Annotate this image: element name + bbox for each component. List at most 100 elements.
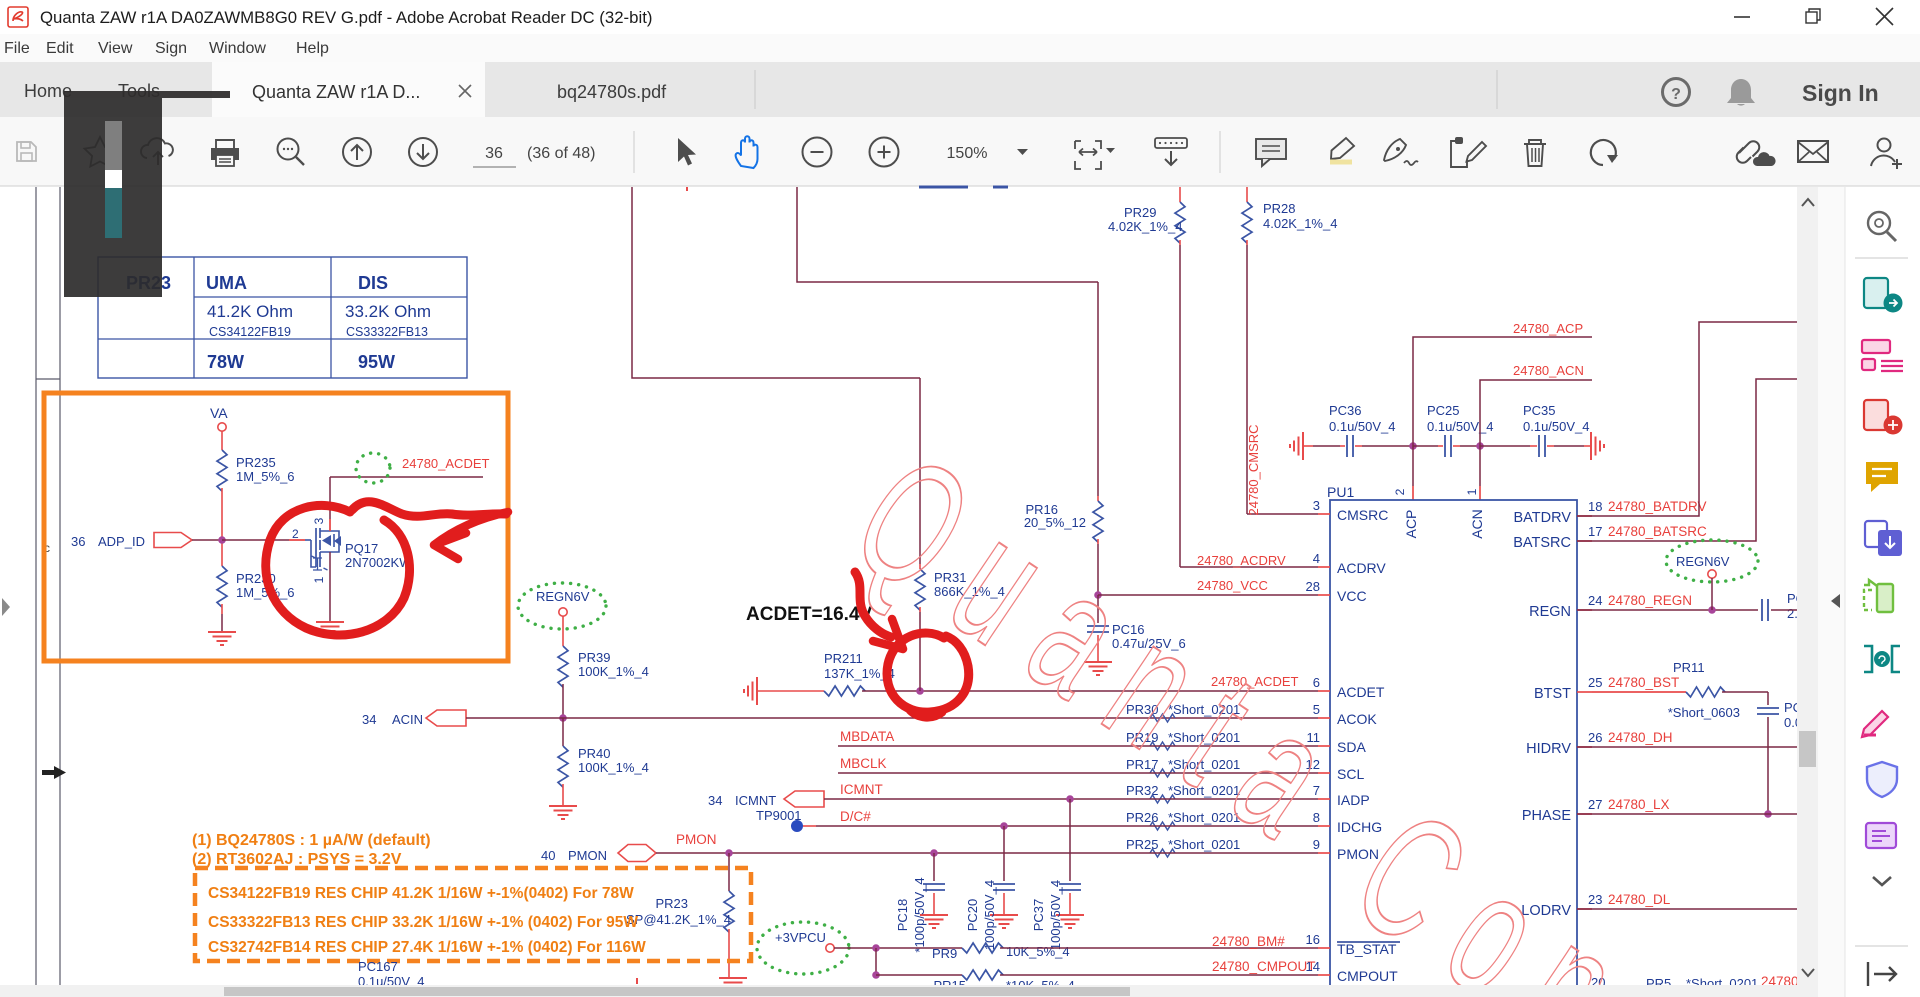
svg-text:24780_DL: 24780_DL <box>1608 892 1671 907</box>
svg-text:c: c <box>44 541 50 555</box>
svg-text:ADP_ID: ADP_ID <box>98 534 145 549</box>
svg-text:1: 1 <box>312 576 326 583</box>
svg-text:*Short_0201: *Short_0201 <box>1168 757 1240 772</box>
svg-text:ACN: ACN <box>1469 509 1485 539</box>
svg-text:2: 2 <box>1393 488 1407 495</box>
svg-text:Home: Home <box>24 81 72 101</box>
svg-text:PR235: PR235 <box>236 455 276 470</box>
svg-text:20_5%_12: 20_5%_12 <box>1024 515 1086 530</box>
svg-text:LODRV: LODRV <box>1521 903 1571 919</box>
svg-text:PR30: PR30 <box>1126 702 1159 717</box>
svg-text:100K_1%_4: 100K_1%_4 <box>578 664 649 679</box>
svg-text:SP@41.2K_1%_4: SP@41.2K_1%_4 <box>626 912 731 927</box>
svg-text:10K_5%_4: 10K_5%_4 <box>1006 944 1070 959</box>
svg-text:0.1u/50V_4: 0.1u/50V_4 <box>1427 419 1494 434</box>
svg-text:Help: Help <box>296 40 329 57</box>
svg-text:REGN6V: REGN6V <box>1676 554 1730 569</box>
svg-text:ACDET: ACDET <box>1337 684 1385 700</box>
svg-text:VA: VA <box>210 405 228 421</box>
svg-text:12: 12 <box>1306 757 1320 772</box>
svg-text:ACIN: ACIN <box>392 712 423 727</box>
svg-text:Quanta ZAW r1A DA0ZAWMB8G0 REV: Quanta ZAW r1A DA0ZAWMB8G0 REV G.pdf - A… <box>40 8 652 27</box>
svg-text:4.02K_1%_4: 4.02K_1%_4 <box>1108 219 1182 234</box>
svg-text:4.02K_1%_4: 4.02K_1%_4 <box>1263 216 1337 231</box>
svg-text:PR17: PR17 <box>1126 757 1159 772</box>
svg-text:27: 27 <box>1588 797 1602 812</box>
svg-text:24780_BATSRC: 24780_BATSRC <box>1608 524 1707 539</box>
svg-text:28: 28 <box>1306 579 1320 594</box>
svg-text:100p/50V_4: 100p/50V_4 <box>1048 880 1063 950</box>
svg-text:1M_5%_6: 1M_5%_6 <box>236 469 295 484</box>
svg-text:Edit: Edit <box>46 40 74 57</box>
svg-text:PR11: PR11 <box>1673 660 1705 675</box>
svg-text:PR19: PR19 <box>1126 730 1159 745</box>
svg-text:HIDRV: HIDRV <box>1526 741 1571 757</box>
svg-text:ICMNT: ICMNT <box>735 793 776 808</box>
svg-text:36: 36 <box>71 534 85 549</box>
svg-text:3: 3 <box>1313 498 1320 513</box>
svg-text:MBDATA: MBDATA <box>840 729 894 744</box>
svg-text:24780_VCC: 24780_VCC <box>1197 578 1268 593</box>
svg-text:8: 8 <box>1313 810 1320 825</box>
svg-text:24780_BM#: 24780_BM# <box>1212 934 1285 949</box>
svg-text:CS33322FB13 RES CHIP 33.2K 1/: CS33322FB13 RES CHIP 33.2K 1/16W +-1% (0… <box>208 914 638 931</box>
svg-text:ACOK: ACOK <box>1337 711 1377 727</box>
svg-text:File: File <box>4 40 30 57</box>
svg-text:+3VPCU: +3VPCU <box>775 930 826 945</box>
svg-text:PR26: PR26 <box>1126 810 1159 825</box>
svg-text:PR23: PR23 <box>655 896 688 911</box>
svg-text:34: 34 <box>708 793 722 808</box>
svg-text:24780_BATDRV: 24780_BATDRV <box>1608 499 1707 514</box>
svg-text:23: 23 <box>1588 892 1602 907</box>
svg-text:*100p/50V_4: *100p/50V_4 <box>912 877 927 952</box>
svg-text:24780_DH: 24780_DH <box>1608 730 1673 745</box>
svg-text:CS34122FB19 RES CHIP 41.2K 1/: CS34122FB19 RES CHIP 41.2K 1/16W +-1%(04… <box>208 885 634 902</box>
svg-text:1: 1 <box>1465 488 1479 495</box>
svg-text:16: 16 <box>1306 932 1320 947</box>
svg-text:View: View <box>98 40 133 57</box>
svg-text:CMPOUT: CMPOUT <box>1337 968 1398 984</box>
svg-text:14: 14 <box>1306 959 1320 974</box>
svg-text:PR28: PR28 <box>1263 201 1296 216</box>
svg-text:*Short_0201: *Short_0201 <box>1168 783 1240 798</box>
svg-text:PR29: PR29 <box>1124 205 1157 220</box>
svg-text:PC16: PC16 <box>1112 622 1145 637</box>
svg-text:(36 of 48): (36 of 48) <box>527 145 595 162</box>
svg-text:ACDRV: ACDRV <box>1337 560 1386 576</box>
svg-text:11: 11 <box>1307 730 1321 745</box>
svg-text:PR9: PR9 <box>932 946 957 961</box>
svg-text:VCC: VCC <box>1337 588 1367 604</box>
svg-text:24780_REGN: 24780_REGN <box>1608 593 1692 608</box>
svg-text:Quanta ZAW r1A D...: Quanta ZAW r1A D... <box>252 82 420 102</box>
svg-text:ACDET=16.4V: ACDET=16.4V <box>746 604 873 625</box>
svg-text:Sign: Sign <box>155 40 187 57</box>
svg-text:*Short_0201: *Short_0201 <box>1168 810 1240 825</box>
svg-text:40: 40 <box>541 848 555 863</box>
svg-text:CS32742FB14 RES CHIP 27.4K 1/: CS32742FB14 RES CHIP 27.4K 1/16W +-1% (0… <box>208 939 646 956</box>
svg-text:*Short_0201: *Short_0201 <box>1168 837 1240 852</box>
svg-text:7: 7 <box>1313 783 1320 798</box>
svg-text:6: 6 <box>1313 675 1320 690</box>
svg-text:PU1: PU1 <box>1327 484 1354 500</box>
svg-text:17: 17 <box>1588 524 1602 539</box>
svg-text:24780_CMSRC: 24780_CMSRC <box>1246 424 1261 515</box>
svg-text:24780_ACDET: 24780_ACDET <box>1211 674 1298 689</box>
svg-text:PC167: PC167 <box>358 959 398 974</box>
svg-text:bq24780s.pdf: bq24780s.pdf <box>557 82 667 102</box>
svg-text:24780_ACN: 24780_ACN <box>1513 363 1584 378</box>
svg-text:*Short_0201: *Short_0201 <box>1168 702 1240 717</box>
svg-text:PR39: PR39 <box>578 650 611 665</box>
svg-text:100p/50V_4: 100p/50V_4 <box>982 880 997 950</box>
svg-text:TB_STAT: TB_STAT <box>1337 941 1397 957</box>
svg-text:(1) BQ24780S : 1 µA/W (default: (1) BQ24780S : 1 µA/W (default) <box>192 832 431 849</box>
svg-text:SDA: SDA <box>1337 739 1366 755</box>
svg-text:0.47u/25V_6: 0.47u/25V_6 <box>1112 636 1186 651</box>
svg-text:PC20: PC20 <box>965 899 980 932</box>
svg-text:2: 2 <box>292 527 299 541</box>
svg-text:26: 26 <box>1588 730 1602 745</box>
svg-text:PR31: PR31 <box>934 570 967 585</box>
svg-text:34: 34 <box>362 712 376 727</box>
svg-text:24: 24 <box>1588 593 1602 608</box>
svg-text:ACP: ACP <box>1403 510 1419 539</box>
svg-text:100K_1%_4: 100K_1%_4 <box>578 760 649 775</box>
